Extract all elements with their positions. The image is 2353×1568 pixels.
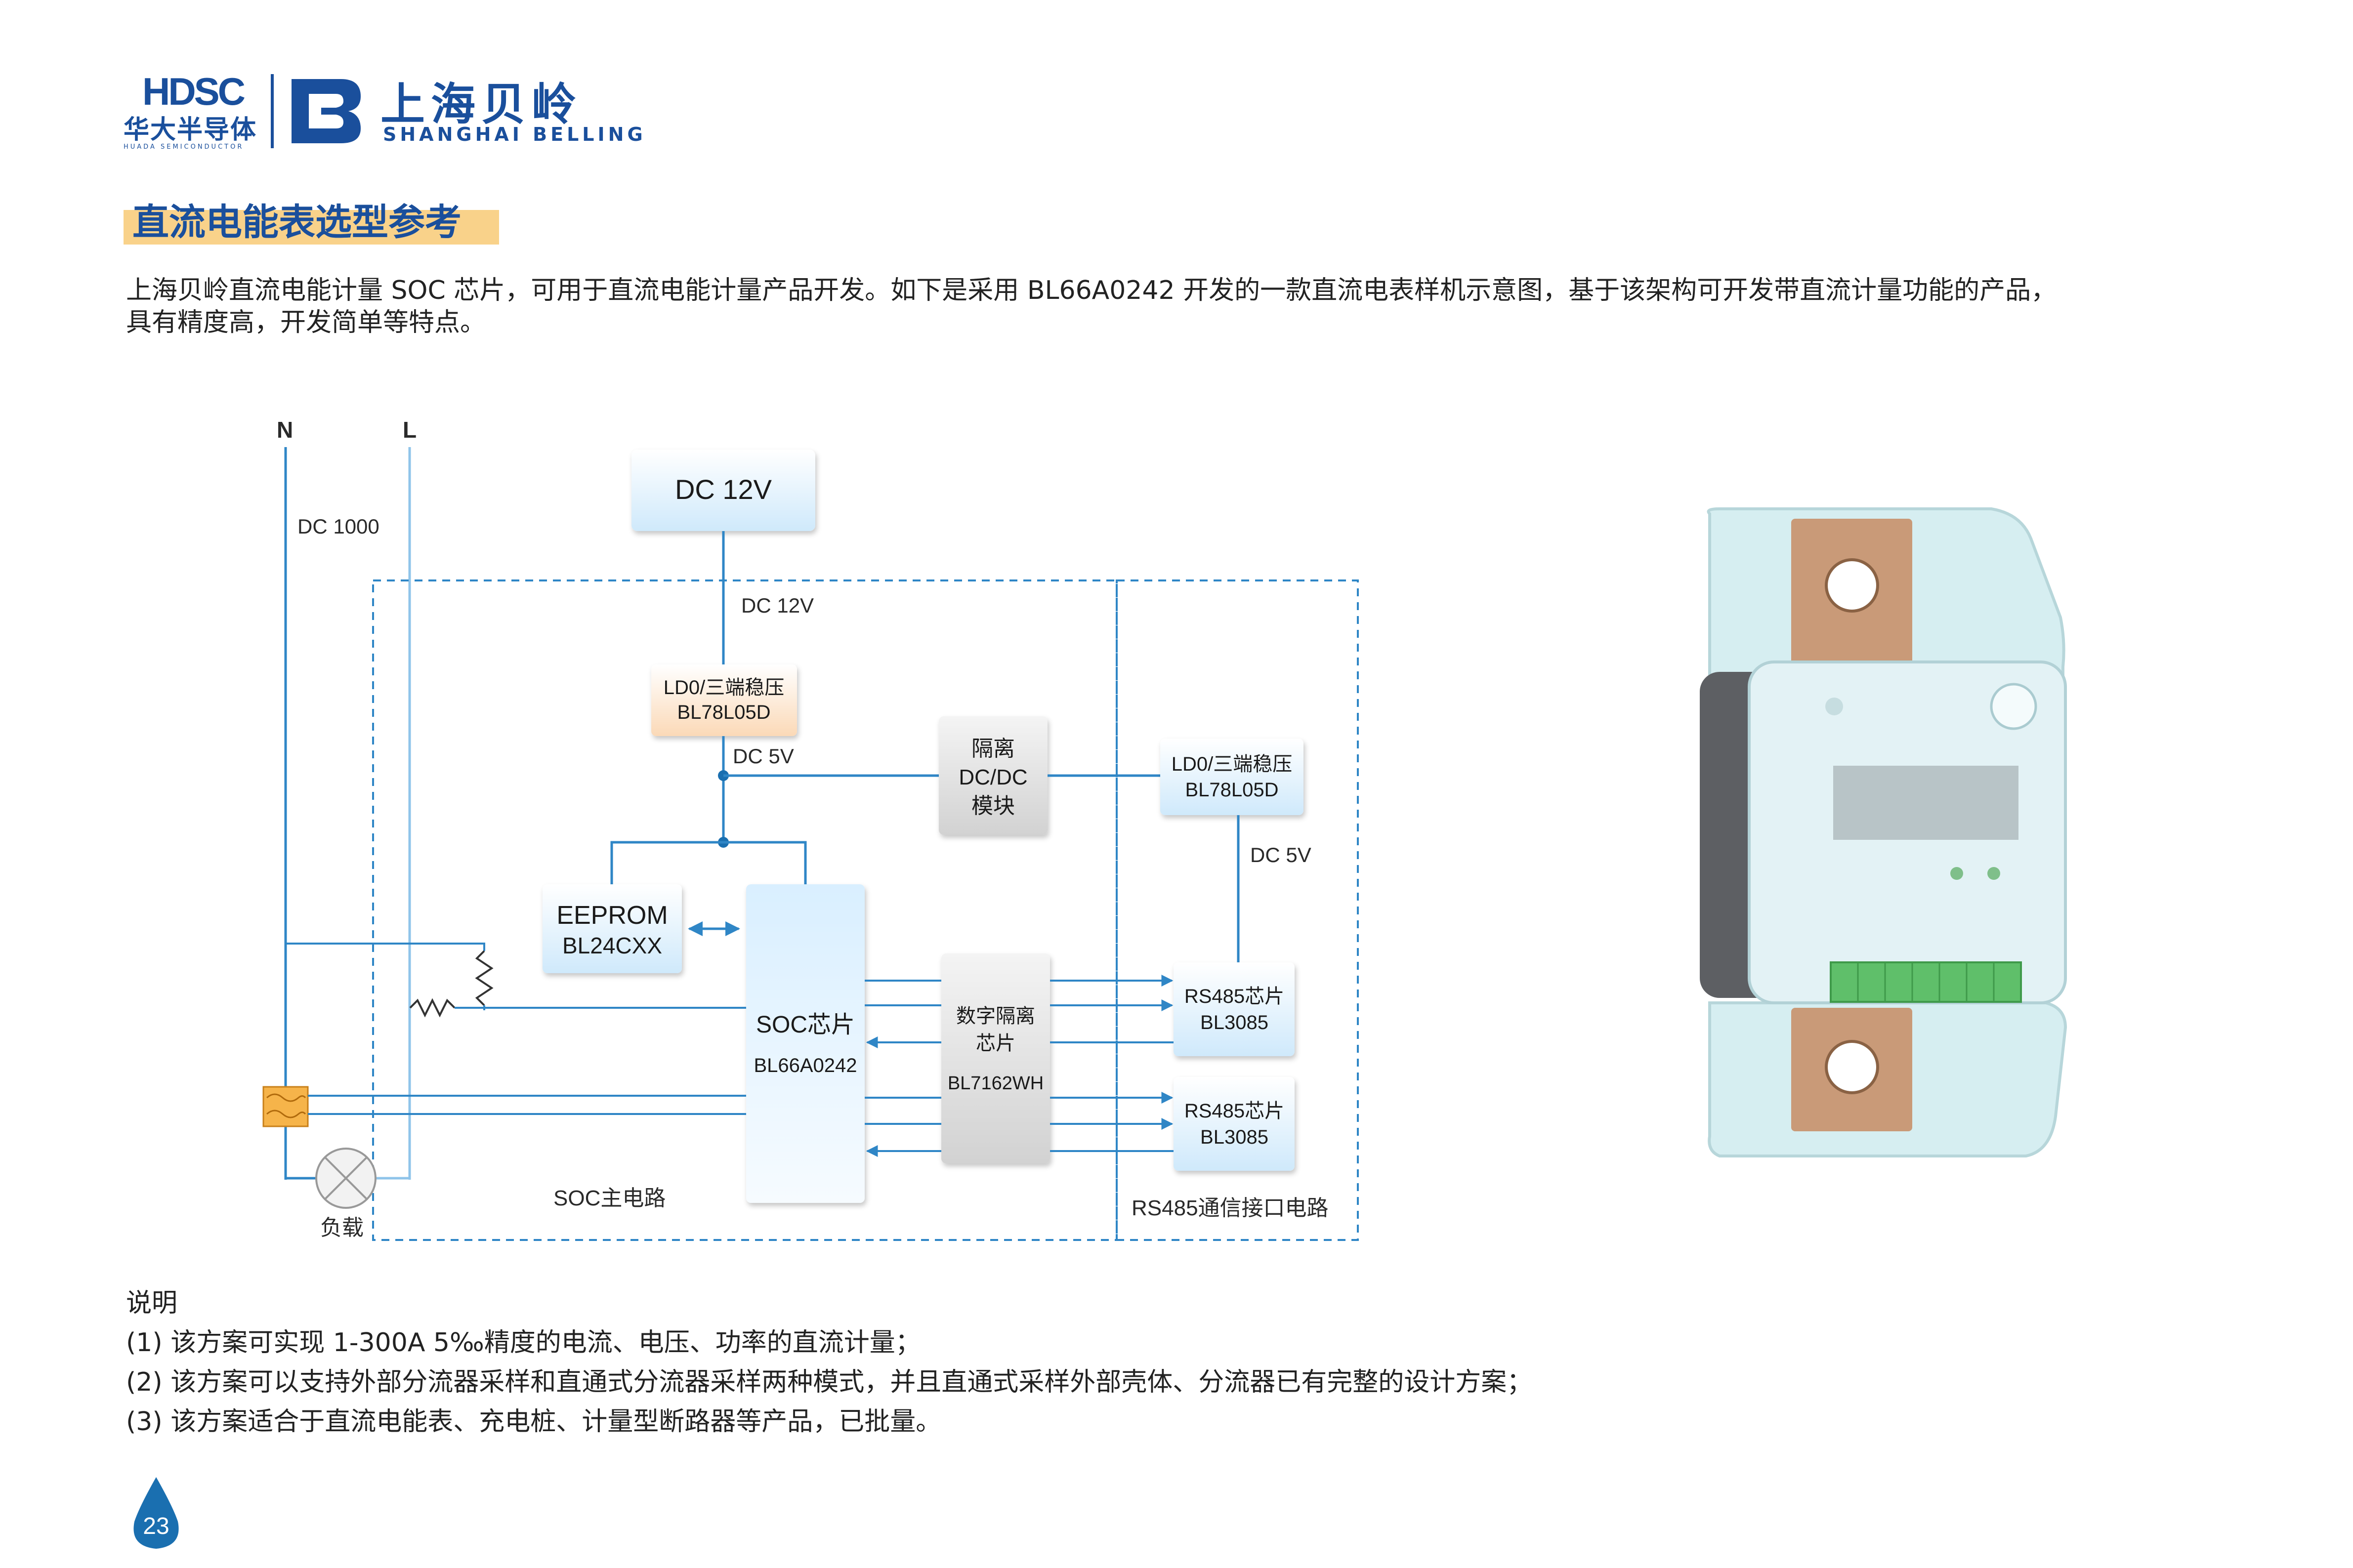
soc-chip-box	[746, 884, 865, 1203]
resistor-horizontal	[409, 998, 456, 1018]
eeprom-line2: BL24CXX	[562, 933, 662, 958]
shunt-icon	[262, 1086, 309, 1127]
rs485b-line2: BL3085	[1200, 1126, 1268, 1148]
soc-region	[372, 579, 1118, 1241]
rs485-region-label: RS485通信接口电路	[1132, 1196, 1329, 1220]
dc5v-label-1: DC 5V	[733, 744, 794, 768]
hdsc-mark: HDSC	[142, 70, 246, 113]
hdsc-cn-name: 华大半导体	[124, 115, 257, 145]
iso-line1: 隔离	[971, 737, 1015, 761]
shunt-wires	[308, 1095, 746, 1115]
iso-line3: 模块	[971, 794, 1015, 818]
dc1000-label: DC 1000	[297, 515, 379, 538]
rs485b-line1: RS485芯片	[1184, 1100, 1284, 1122]
rs485-box-a	[1174, 962, 1295, 1056]
hdsc-en-name: HUADA SEMICONDUCTOR	[124, 143, 244, 151]
page-number: 23	[143, 1513, 169, 1539]
ldo-box-2	[1160, 739, 1303, 815]
dc12v-box-label: DC 12V	[675, 474, 772, 505]
belling-logo-icon	[292, 79, 361, 143]
signal-arrows	[865, 975, 1174, 1157]
digiso-line2: 芯片	[976, 1032, 1015, 1054]
digital-isolator-box	[941, 953, 1050, 1163]
dc12v-source-box	[631, 450, 815, 531]
digiso-line3: BL7162WH	[948, 1073, 1044, 1094]
wire	[284, 1177, 316, 1180]
note-item: (2) 该方案可以支持外部分流器采样和直通式分流器采样两种模式，并且直通式采样外…	[126, 1367, 1533, 1397]
ldo1-line2: BL78L05D	[677, 701, 770, 723]
note-item: (3) 该方案适合于直流电能表、充电桩、计量型断路器等产品，已批量。	[126, 1407, 942, 1437]
soc-main-label: SOC主电路	[553, 1186, 666, 1210]
belling-cn-name: 上海贝岭	[380, 79, 582, 130]
rs485-box-b	[1174, 1077, 1295, 1171]
iso-line2: DC/DC	[959, 765, 1027, 789]
rs485a-line2: BL3085	[1200, 1012, 1268, 1033]
dc5v-label-2: DC 5V	[1250, 843, 1311, 867]
page-number-badge: 23	[133, 1477, 179, 1549]
title-highlight	[124, 210, 499, 245]
eeprom-box	[543, 884, 682, 973]
meter-product-image	[1700, 507, 2067, 1157]
voltage-sampling	[286, 943, 485, 951]
shunt-coil	[266, 1093, 306, 1118]
isolated-dcdc-box	[939, 716, 1048, 835]
resistor-vertical	[475, 950, 494, 1006]
wire	[610, 841, 807, 884]
ldo1-line1: LD0/三端稳压	[664, 677, 785, 699]
soc-line2: BL66A0242	[754, 1055, 857, 1076]
rs485a-line1: RS485芯片	[1184, 986, 1284, 1007]
intro-line-2: 具有精度高，开发简单等特点。	[126, 308, 486, 337]
notes-heading: 说明	[126, 1288, 178, 1318]
belling-en-name: SHANGHAI BELLING	[383, 124, 646, 145]
dc12v-line-label: DC 12V	[741, 594, 814, 617]
load-cross	[324, 1156, 368, 1200]
n-label: N	[277, 417, 293, 443]
l-label: L	[403, 417, 417, 443]
intro-line-1: 上海贝岭直流电能计量 SOC 芯片，可用于直流电能计量产品开发。如下是采用 BL…	[126, 276, 2057, 305]
note-item: (1) 该方案可实现 1-300A 5‰精度的电流、电压、功率的直流计量；	[126, 1328, 921, 1358]
page-title: 直流电能表选型参考	[132, 201, 462, 244]
ldo2-line2: BL78L05D	[1185, 779, 1278, 801]
eeprom-line1: EEPROM	[556, 901, 668, 930]
hdsc-logo: HDSC 华大半导体 HUADA SEMICONDUCTOR	[124, 69, 272, 153]
logo-divider	[271, 74, 274, 148]
ldo-box-1	[651, 664, 797, 736]
rs485-region	[1116, 579, 1359, 1241]
load-label: 负载	[320, 1216, 364, 1240]
ldo2-line1: LD0/三端稳压	[1172, 753, 1293, 775]
soc-line1: SOC芯片	[756, 1012, 855, 1038]
digiso-line1: 数字隔离	[956, 1005, 1035, 1027]
